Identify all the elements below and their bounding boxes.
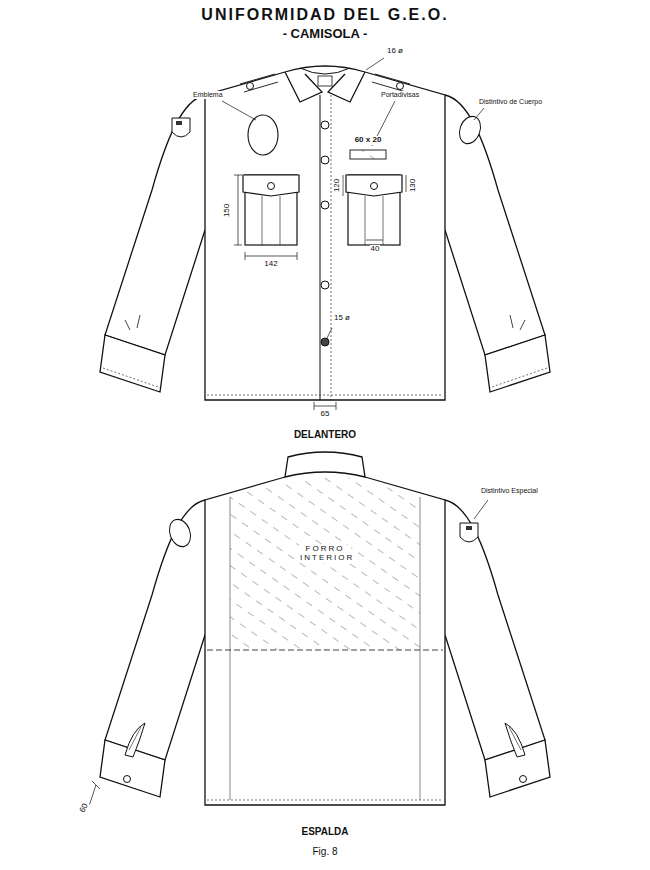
view-name: DELANTERO [293, 429, 357, 440]
part-name: Portadivisas [380, 91, 420, 99]
dimension: 60 [78, 801, 91, 815]
dimension: 142 [263, 260, 278, 269]
dimension: 15 ø [333, 314, 351, 323]
dimension: 40 [370, 245, 381, 254]
dimension: 150 [224, 202, 233, 217]
part-name: Emblema [192, 91, 224, 99]
view-name: ESPALDA [300, 826, 349, 837]
caption: Fig. 8 [311, 846, 338, 857]
dimension: 16 ø [386, 47, 404, 56]
dimension: 65 [320, 410, 331, 419]
shirt-front [100, 58, 550, 410]
part-name: Distintivo de Cuerpo [478, 98, 543, 106]
dimension: 120 [334, 177, 343, 192]
part-name: Distintivo Especial [480, 487, 539, 495]
dimension: 130 [410, 177, 419, 192]
region-name: FORRO INTERIOR [299, 545, 351, 563]
title: UNIFORMIDAD DEL G.E.O. [200, 6, 449, 24]
subtitle: - CAMISOLA - [282, 27, 369, 41]
shirt-back [86, 452, 550, 815]
dimension: 60 x 20 [354, 136, 383, 145]
